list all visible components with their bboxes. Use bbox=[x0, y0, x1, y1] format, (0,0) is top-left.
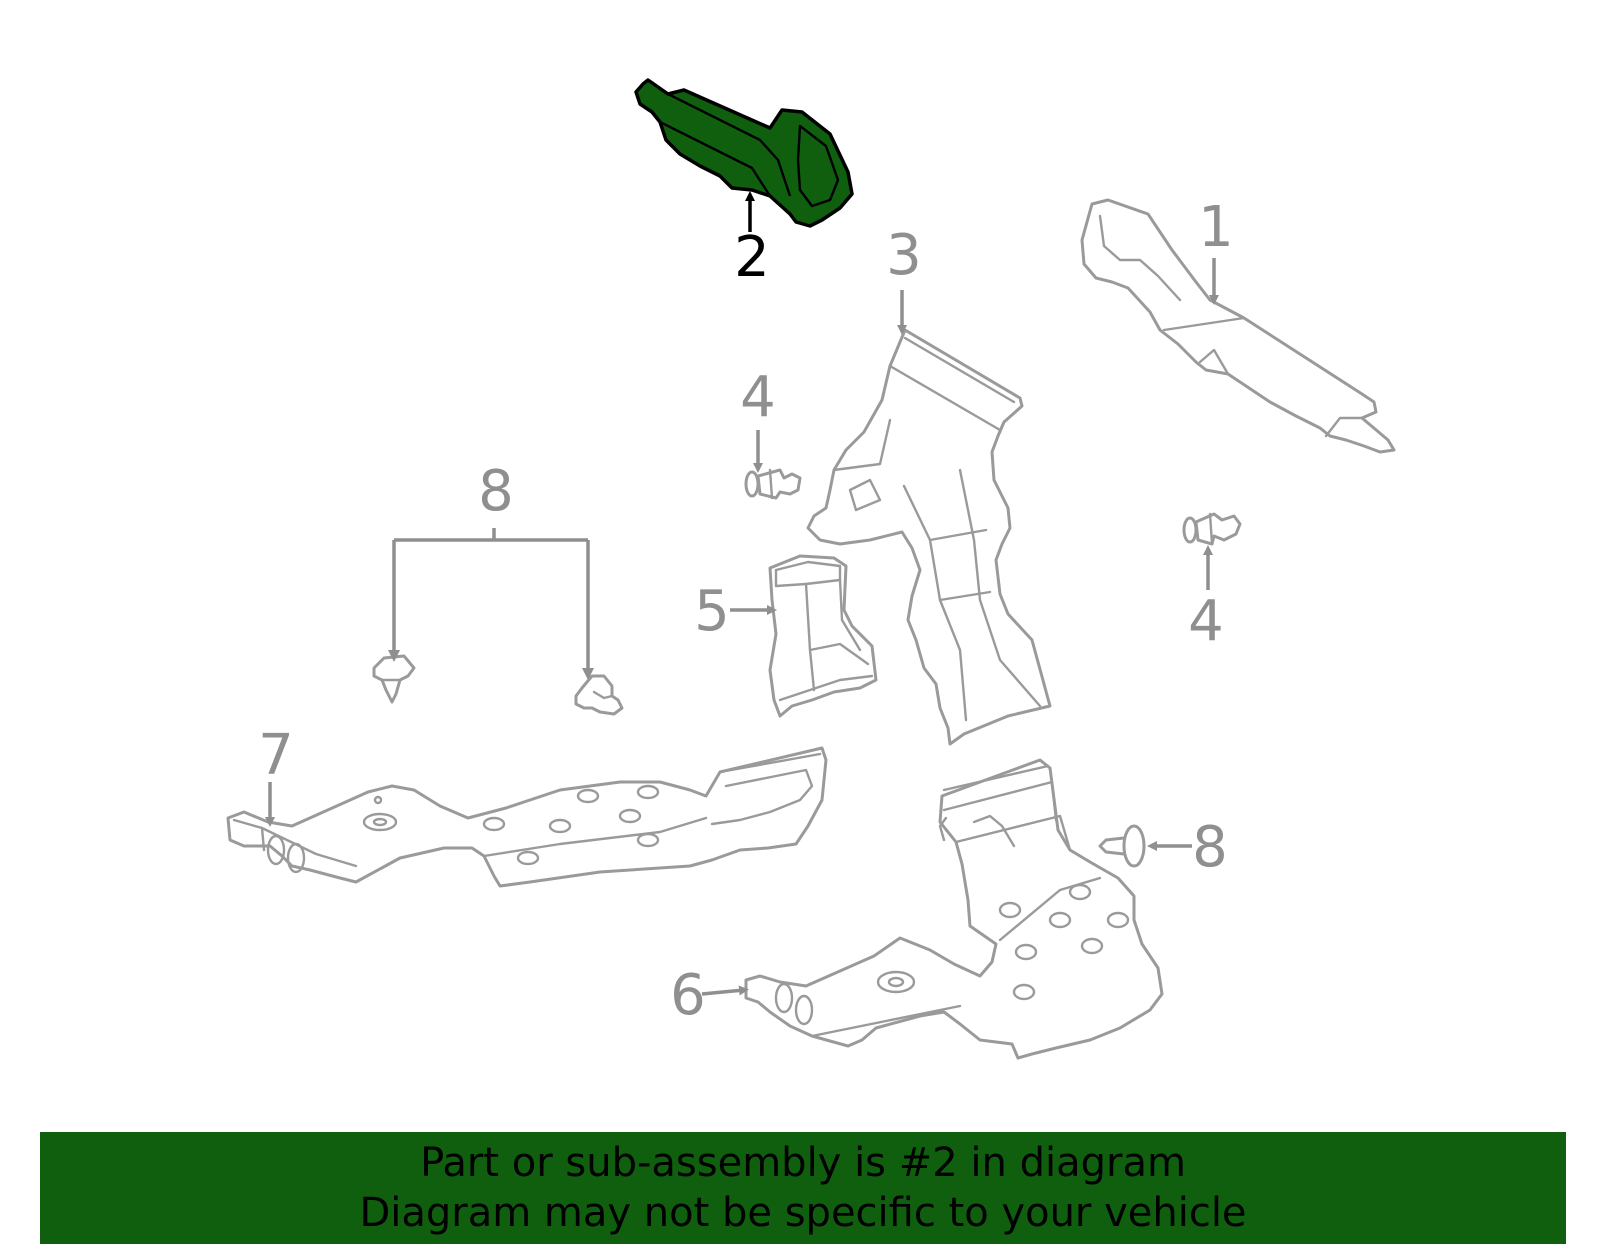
callout-7: 7 bbox=[258, 723, 294, 788]
callout-2: 2 bbox=[734, 225, 770, 290]
leader-8a-bracket bbox=[392, 528, 590, 668]
callout-8a: 8 bbox=[478, 459, 514, 524]
callout-4a: 4 bbox=[740, 365, 776, 430]
banner-line-1: Part or sub-assembly is #2 in diagram bbox=[420, 1140, 1186, 1186]
part-8-clip-right[interactable] bbox=[574, 674, 624, 716]
callout-1: 1 bbox=[1198, 195, 1234, 260]
callout-3: 3 bbox=[886, 223, 922, 288]
info-banner: Part or sub-assembly is #2 in diagram Di… bbox=[40, 1132, 1566, 1244]
callout-6: 6 bbox=[670, 963, 706, 1028]
leader-6 bbox=[701, 985, 749, 996]
part-5-duct[interactable] bbox=[768, 554, 878, 718]
callout-4b: 4 bbox=[1188, 589, 1224, 654]
banner-line-2: Diagram may not be specific to your vehi… bbox=[359, 1190, 1247, 1236]
part-2-duct-highlighted[interactable] bbox=[634, 78, 854, 228]
part-7-duct[interactable] bbox=[226, 746, 828, 888]
part-3-duct[interactable] bbox=[806, 328, 1052, 746]
part-4-clip-left[interactable] bbox=[744, 468, 802, 500]
leaders bbox=[265, 191, 1219, 996]
part-8-clip-side[interactable] bbox=[1098, 824, 1146, 868]
part-1-duct[interactable] bbox=[1080, 198, 1396, 454]
part-8-clip-left[interactable] bbox=[372, 654, 416, 704]
callout-5: 5 bbox=[694, 579, 730, 644]
part-6-duct[interactable] bbox=[744, 758, 1164, 1060]
part-4-clip-right[interactable] bbox=[1182, 512, 1242, 546]
callout-8b: 8 bbox=[1192, 815, 1228, 880]
